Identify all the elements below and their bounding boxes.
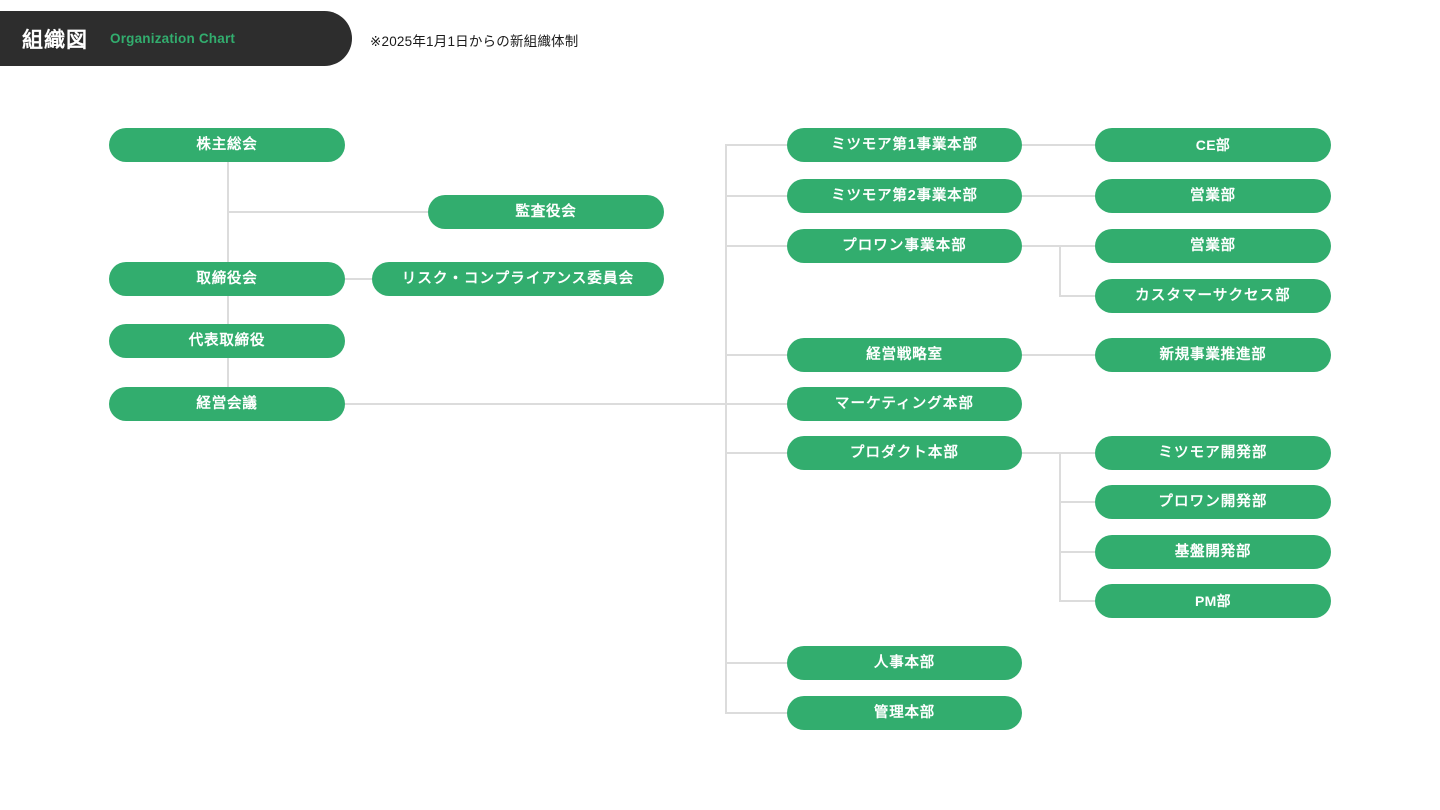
node-label: プロワン開発部 xyxy=(1158,493,1268,510)
connector-prowan-to-cs xyxy=(1059,295,1095,297)
node-label: プロダクト本部 xyxy=(849,444,960,461)
node-mitsumoa-division-2[interactable]: ミツモア第2事業本部 xyxy=(787,179,1022,213)
node-admin-headquarters[interactable]: 管理本部 xyxy=(787,696,1022,730)
node-mitsumoa-development-department[interactable]: ミツモア開発部 xyxy=(1095,436,1331,470)
node-prowan-development-department[interactable]: プロワン開発部 xyxy=(1095,485,1331,519)
node-label: 営業部 xyxy=(1190,187,1236,204)
node-product-headquarters[interactable]: プロダクト本部 xyxy=(787,436,1022,470)
connector-product-to-pm xyxy=(1059,600,1095,602)
page-subtitle: Organization Chart xyxy=(110,31,236,46)
node-label: プロワン事業本部 xyxy=(842,237,967,254)
connector-mitsumoa1-to-ce xyxy=(1022,144,1095,146)
node-board-of-directors[interactable]: 取締役会 xyxy=(109,262,345,296)
connector-mitsumoa2-to-sales xyxy=(1022,195,1095,197)
node-label: 営業部 xyxy=(1190,237,1236,254)
connector-product-stem xyxy=(1022,452,1060,454)
connector-to-risk-committee xyxy=(345,278,372,280)
node-label: リスク・コンプライアンス委員会 xyxy=(401,270,635,287)
connector-division-trunk xyxy=(725,145,727,714)
node-ce-department[interactable]: CE部 xyxy=(1095,128,1331,162)
node-label: 株主総会 xyxy=(196,136,258,153)
node-sales-department-mitsumoa2[interactable]: 営業部 xyxy=(1095,179,1331,213)
node-prowan-division[interactable]: プロワン事業本部 xyxy=(787,229,1022,263)
connector-prowan-subtrunk xyxy=(1059,245,1061,296)
connector-product-subtrunk xyxy=(1059,452,1061,602)
node-label: PM部 xyxy=(1194,593,1232,609)
node-label: カスタマーサクセス部 xyxy=(1135,287,1291,304)
connector-branch-admin xyxy=(725,712,787,714)
connector-prowan-stem xyxy=(1022,245,1060,247)
node-marketing-headquarters[interactable]: マーケティング本部 xyxy=(787,387,1022,421)
node-label: ミツモア開発部 xyxy=(1158,444,1268,461)
node-label: マーケティング本部 xyxy=(834,395,975,412)
node-label: 経営戦略室 xyxy=(866,346,943,363)
connector-to-kansayakukai xyxy=(227,211,428,213)
connector-branch-hr xyxy=(725,662,787,664)
connector-keieikaigi-to-divisions xyxy=(345,403,726,405)
node-label: 監査役会 xyxy=(515,203,577,220)
page-title: 組織図 xyxy=(22,28,88,52)
node-mitsumoa-division-1[interactable]: ミツモア第1事業本部 xyxy=(787,128,1022,162)
node-label: 代表取締役 xyxy=(188,332,266,349)
node-shareholders-meeting[interactable]: 株主総会 xyxy=(109,128,345,162)
connector-branch-strategy xyxy=(725,354,787,356)
connector-product-to-prowan-dev xyxy=(1059,501,1095,503)
node-management-strategy-office[interactable]: 経営戦略室 xyxy=(787,338,1022,372)
node-risk-compliance-committee[interactable]: リスク・コンプライアンス委員会 xyxy=(372,262,664,296)
connector-branch-mitsumoa2 xyxy=(725,195,787,197)
node-platform-development-department[interactable]: 基盤開発部 xyxy=(1095,535,1331,569)
connector-product-to-platform-dev xyxy=(1059,551,1095,553)
header-pill: 組織図 Organization Chart xyxy=(0,11,352,66)
connector-branch-mitsumoa1 xyxy=(725,144,787,146)
node-new-business-development-department[interactable]: 新規事業推進部 xyxy=(1095,338,1331,372)
header-note: ※2025年1月1日からの新組織体制 xyxy=(370,34,579,49)
node-label: 管理本部 xyxy=(873,704,936,721)
node-label: ミツモア第2事業本部 xyxy=(831,187,978,204)
node-label: 経営会議 xyxy=(196,395,258,412)
node-label: 人事本部 xyxy=(873,654,936,671)
node-representative-director[interactable]: 代表取締役 xyxy=(109,324,345,358)
node-label: ミツモア第1事業本部 xyxy=(831,136,978,153)
node-label: 取締役会 xyxy=(196,270,258,287)
node-label: 基盤開発部 xyxy=(1174,543,1252,560)
node-pm-department[interactable]: PM部 xyxy=(1095,584,1331,618)
node-hr-headquarters[interactable]: 人事本部 xyxy=(787,646,1022,680)
connector-product-to-mitsumoa-dev xyxy=(1059,452,1095,454)
connector-prowan-to-sales xyxy=(1059,245,1095,247)
connector-branch-product xyxy=(725,452,787,454)
node-customer-success-department[interactable]: カスタマーサクセス部 xyxy=(1095,279,1331,313)
node-label: 新規事業推進部 xyxy=(1159,346,1267,363)
connector-branch-marketing xyxy=(725,403,787,405)
node-audit-board[interactable]: 監査役会 xyxy=(428,195,664,229)
node-label: CE部 xyxy=(1195,137,1231,153)
connector-strategy-to-newbiz xyxy=(1022,354,1095,356)
connector-branch-prowan xyxy=(725,245,787,247)
node-sales-department-prowan[interactable]: 営業部 xyxy=(1095,229,1331,263)
node-management-meeting[interactable]: 経営会議 xyxy=(109,387,345,421)
